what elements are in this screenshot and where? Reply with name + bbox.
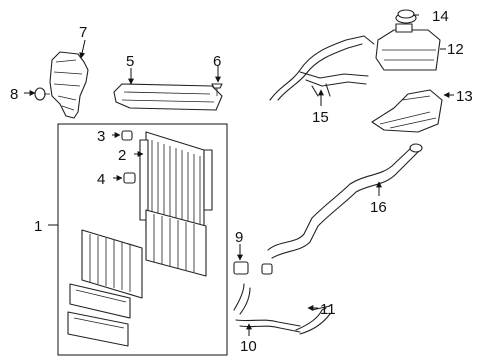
reservoir-cap xyxy=(395,9,417,24)
air-baffle xyxy=(113,83,223,111)
coolant-hose-b xyxy=(295,305,331,335)
callout-7: 7 xyxy=(79,24,87,41)
callout-8: 8 xyxy=(10,86,18,103)
leader-lines xyxy=(24,14,454,336)
callout-9: 9 xyxy=(235,229,243,246)
lower-cooler-a xyxy=(69,283,131,319)
hose-fitting xyxy=(233,261,273,275)
aux-cooler xyxy=(81,229,143,299)
callout-16: 16 xyxy=(370,199,387,216)
coolant-hose-a xyxy=(233,283,301,333)
callout-12: 12 xyxy=(447,41,464,58)
condenser xyxy=(145,209,207,277)
callout-14: 14 xyxy=(432,8,449,25)
push-clip xyxy=(34,87,50,101)
bushing xyxy=(121,130,133,141)
callout-5: 5 xyxy=(126,53,134,70)
callout-numbers: 1 2 3 4 5 6 7 8 9 10 11 12 13 14 15 16 xyxy=(10,8,473,355)
lower-radiator-hose xyxy=(267,143,423,259)
lower-cooler-b xyxy=(67,311,129,347)
callout-15: 15 xyxy=(312,109,329,126)
callout-1: 1 xyxy=(34,218,42,235)
callout-11: 11 xyxy=(320,301,336,318)
callout-6: 6 xyxy=(213,53,221,70)
radiator-assembly-box xyxy=(57,123,228,356)
callout-2: 2 xyxy=(118,147,126,164)
coolant-reservoir xyxy=(375,23,441,71)
callout-10: 10 xyxy=(240,338,257,355)
upper-hose-assembly xyxy=(269,35,375,101)
callout-4: 4 xyxy=(97,171,105,188)
reservoir-bracket xyxy=(371,89,443,133)
callout-13: 13 xyxy=(456,88,473,105)
insulator xyxy=(123,172,136,184)
callout-3: 3 xyxy=(97,128,105,145)
push-pin xyxy=(211,83,223,96)
deflector-panel xyxy=(49,51,89,119)
